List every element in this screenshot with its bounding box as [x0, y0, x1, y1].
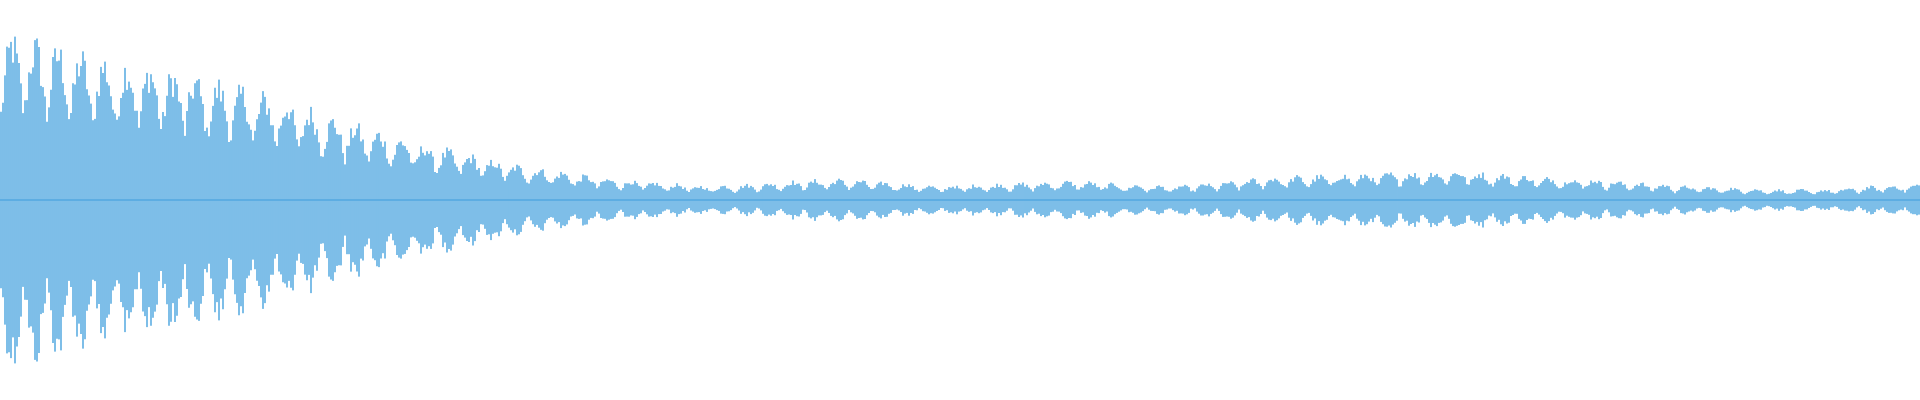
waveform-bars: [0, 36, 1920, 364]
